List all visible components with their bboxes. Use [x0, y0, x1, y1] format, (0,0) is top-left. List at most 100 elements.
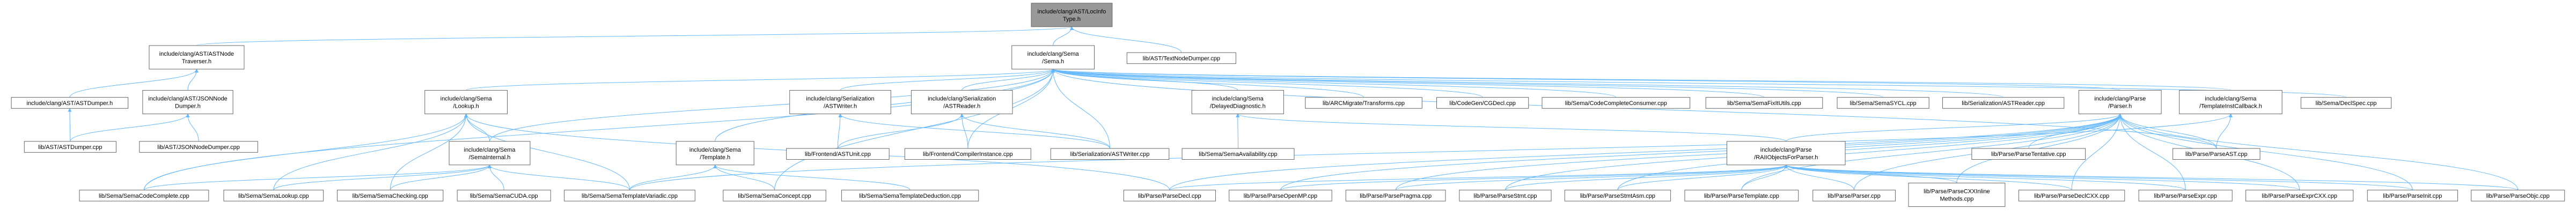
edge-raii_parser_h-to-parseobjc — [1784, 165, 2519, 191]
node-raii_parser_h[interactable]: include/clang/Parse/RAIIObjectsForParser… — [1727, 141, 1846, 166]
node-semachecking-label-line-0: lib/Sema/SemaChecking.cpp — [353, 193, 428, 199]
edge-sema_h-to-semasycl — [1051, 69, 1884, 98]
node-parseexprcxx-box — [2245, 190, 2354, 202]
node-serialization_writer_h-label-line-0: include/clang/Serialization — [806, 96, 874, 102]
node-semaconcept-label-line-0: lib/Sema/SemaConcept.cpp — [738, 193, 811, 199]
node-parsestmtasm-label-line-0: lib/Parse/ParseStmtAsm.cpp — [1580, 193, 1655, 199]
node-declspec[interactable]: lib/Sema/DeclSpec.cpp — [2300, 97, 2392, 109]
node-semaconcept[interactable]: lib/Sema/SemaConcept.cpp — [723, 190, 826, 202]
edge-sema_h-to-semaconcept — [774, 69, 1055, 190]
edge-serialization_reader_h-to-frontend_astunit — [837, 113, 964, 149]
node-semachecking[interactable]: lib/Sema/SemaChecking.cpp — [337, 190, 444, 202]
edge-parse_parser_h-to-parsedecl — [1169, 113, 2122, 190]
node-astdumper_cpp[interactable]: lib/AST/ASTDumper.cpp — [24, 141, 116, 153]
edge-root-to-astnode_traverser — [196, 26, 1074, 46]
node-semacodecomplete[interactable]: lib/Sema/SemaCodeComplete.cpp — [79, 190, 209, 202]
node-astnode_traverser-box — [149, 45, 245, 70]
node-semacuda[interactable]: lib/Sema/SemaCUDA.cpp — [457, 190, 551, 202]
node-delayed_diag_h-label-line-1: /DelayedDiagnostic.h — [1210, 103, 1266, 110]
node-lookup_h[interactable]: include/clang/Sema/Lookup.h — [424, 90, 508, 114]
node-parseinit-box — [2367, 190, 2458, 202]
node-ser_astreader_cpp[interactable]: lib/Serialization/ASTReader.cpp — [1942, 97, 2065, 109]
node-parse_parser_h[interactable]: include/clang/Parse/Parser.h — [2078, 90, 2162, 114]
node-serialization_writer_h[interactable]: include/clang/Serialization/ASTWriter.h — [789, 90, 891, 114]
node-template_h[interactable]: include/clang/Sema/Template.h — [676, 141, 754, 166]
node-frontend_ci[interactable]: lib/Frontend/CompilerInstance.cpp — [904, 148, 1031, 160]
node-sema_h-label-line-1: /Sema.h — [1042, 58, 1064, 65]
node-textnodedumper-label-line-0: lib/AST/TextNodeDumper.cpp — [1143, 55, 1220, 62]
node-parsestmtasm[interactable]: lib/Parse/ParseStmtAsm.cpp — [1564, 190, 1671, 202]
node-parseinit[interactable]: lib/Parse/ParseInit.cpp — [2367, 190, 2458, 202]
node-textnodedumper[interactable]: lib/AST/TextNodeDumper.cpp — [1126, 52, 1236, 64]
node-semacodecomplete-label-line-0: lib/Sema/SemaCodeComplete.cpp — [99, 193, 189, 199]
node-jsonnodedumper_h-label-line-0: include/clang/AST/JSONNode — [148, 96, 227, 102]
node-arcmigrate[interactable]: lib/ARCMigrate/Transforms.cpp — [1305, 97, 1422, 109]
node-jsonnodedumper_cpp[interactable]: lib/AST/JSONNodeDumper.cpp — [139, 141, 258, 153]
node-parsedeclcxx[interactable]: lib/Parse/ParseDeclCXX.cpp — [2019, 190, 2125, 202]
node-parseobjc[interactable]: lib/Parse/ParseObjc.cpp — [2471, 190, 2565, 202]
node-semafixit[interactable]: lib/Sema/SemaFixItUtils.cpp — [1705, 97, 1823, 109]
node-astdumper_h[interactable]: include/clang/AST/ASTDumper.h — [11, 97, 129, 109]
node-template_h-box — [676, 141, 754, 166]
node-frontend_astunit[interactable]: lib/Frontend/ASTUnit.cpp — [786, 148, 890, 160]
edge-template_inst_cb_h-to-parseast — [2216, 113, 2233, 148]
node-serialization_reader_h[interactable]: include/clang/Serialization/ASTReader.h — [911, 90, 1013, 114]
node-parsetemplate[interactable]: lib/Parse/ParseTemplate.cpp — [1684, 190, 1799, 202]
node-parsestmt[interactable]: lib/Parse/ParseStmt.cpp — [1459, 190, 1552, 202]
node-semaavailability[interactable]: lib/Sema/SemaAvailability.cpp — [1181, 148, 1295, 160]
node-codegen_cgdecl[interactable]: lib/CodeGen/CGDecl.cpp — [1436, 97, 1529, 109]
node-raii_parser_h-label-line-1: /RAIIObjectsForParser.h — [1754, 154, 1818, 161]
edge-template_h-to-sematemplatededuction — [713, 165, 911, 190]
node-parsepragma[interactable]: lib/Parse/ParsePragma.cpp — [1345, 190, 1446, 202]
node-sema_h[interactable]: include/clang/Sema/Sema.h — [1011, 45, 1095, 70]
node-delayed_diag_h[interactable]: include/clang/Sema/DelayedDiagnostic.h — [1191, 90, 1284, 114]
edge-sema_h-to-serialization_reader_h — [962, 69, 1055, 91]
node-ser_astwriter_cpp[interactable]: lib/Serialization/ASTWriter.cpp — [1050, 148, 1170, 160]
node-parsedecl[interactable]: lib/Parse/ParseDecl.cpp — [1123, 190, 1216, 202]
node-template_h-label-line-0: include/clang/Sema — [689, 147, 742, 153]
node-root-label-line-0: include/clang/AST/LocInfo — [1038, 9, 1106, 15]
node-frontend_ci-box — [904, 148, 1031, 160]
node-parser_cpp[interactable]: lib/Parse/Parser.cpp — [1812, 190, 1896, 202]
node-parseexpr[interactable]: lib/Parse/ParseExpr.cpp — [2138, 190, 2233, 202]
edge-semainternal_h-to-semacuda — [488, 165, 504, 190]
node-semacodecomplete-box — [79, 190, 209, 202]
node-sematemplatevariadic[interactable]: lib/Sema/SemaTemplateVariadic.cpp — [564, 190, 695, 202]
node-serialization_writer_h-box — [789, 90, 891, 114]
node-parsepragma-label-line-0: lib/Parse/ParsePragma.cpp — [1360, 193, 1432, 199]
node-parseexprcxx[interactable]: lib/Parse/ParseExprCXX.cpp — [2245, 190, 2354, 202]
edge-astnode_traverser-to-jsonnodedumper_h — [187, 69, 199, 91]
node-astdumper_h-box — [11, 97, 129, 109]
node-template_inst_cb_h[interactable]: include/clang/Sema/TemplateInstCallback.… — [2179, 90, 2283, 114]
edge-semainternal_h-to-sematemplatevariadic — [488, 165, 630, 190]
node-semalookup[interactable]: lib/Sema/SemaLookup.cpp — [223, 190, 324, 202]
node-jsonnodedumper_h-label-line-1: Dumper.h — [175, 103, 201, 110]
node-codecomplete_consumer[interactable]: lib/Sema/CodeCompleteConsumer.cpp — [1542, 97, 1691, 109]
node-parse_parser_h-box — [2078, 90, 2162, 114]
edge-parse_parser_h-to-parseinit — [2118, 113, 2413, 190]
node-root-label-line-1: Type.h — [1063, 16, 1081, 23]
node-parsetentative[interactable]: lib/Parse/ParseTentative.cpp — [1971, 148, 2086, 160]
node-parseast[interactable]: lib/Parse/ParseAST.cpp — [2173, 148, 2261, 160]
node-semalookup-label-line-0: lib/Sema/SemaLookup.cpp — [238, 193, 309, 199]
edge-serialization_reader_h-to-frontend_ci — [960, 113, 968, 148]
node-parseexpr-box — [2138, 190, 2233, 202]
node-semainternal_h[interactable]: include/clang/Sema/SemaInternal.h — [449, 141, 531, 166]
node-serialization_writer_h-label-line-1: /ASTWriter.h — [824, 103, 857, 110]
node-semasycl[interactable]: lib/Sema/SemaSYCL.cpp — [1837, 97, 1929, 109]
node-parseopenmp[interactable]: lib/Parse/ParseOpenMP.cpp — [1229, 190, 1332, 202]
node-astdumper_cpp-box — [24, 141, 116, 153]
edge-semainternal_h-to-semalookup — [273, 165, 491, 191]
node-jsonnodedumper_h[interactable]: include/clang/AST/JSONNodeDumper.h — [142, 90, 233, 114]
edge-delayed_diag_h-to-raii_parser_h — [1236, 113, 1787, 142]
edge-raii_parser_h-to-parsepragma — [1395, 165, 1788, 191]
node-sematemplatededuction[interactable]: lib/Sema/SemaTemplateDeduction.cpp — [841, 190, 979, 202]
node-semacuda-box — [457, 190, 551, 202]
node-semacuda-label-line-0: lib/Sema/SemaCUDA.cpp — [470, 193, 538, 199]
node-raii_parser_h-label-line-0: include/clang/Parse — [1760, 147, 1812, 153]
node-parsedeclcxx-box — [2019, 190, 2125, 202]
node-parseopenmp-box — [1229, 190, 1332, 202]
